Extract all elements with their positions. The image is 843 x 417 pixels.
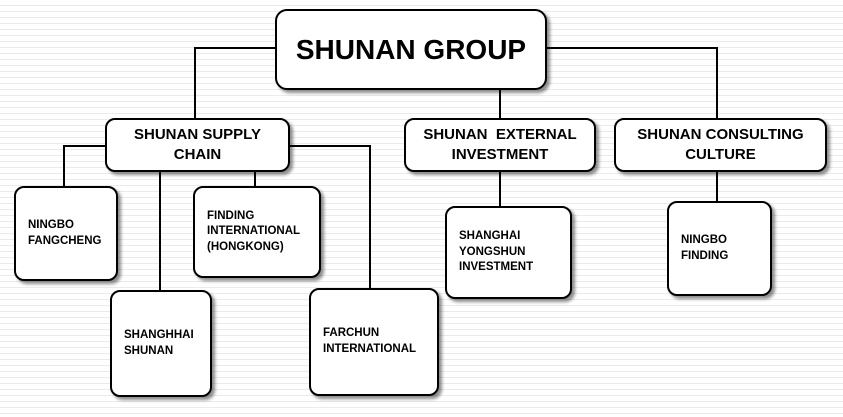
- connector-root-to-supply-chain: [194, 47, 275, 118]
- connector-supply-chain-to-ningbo-fangcheng: [63, 145, 105, 186]
- node-shunan-supply-chain: SHUNAN SUPPLY CHAIN: [105, 118, 290, 172]
- node-label: SHUNAN EXTERNAL INVESTMENT: [423, 125, 577, 163]
- node-shunan-external-investment: SHUNAN EXTERNAL INVESTMENT: [404, 118, 596, 172]
- node-label: SHUNAN GROUP: [295, 33, 527, 65]
- node-label: NINGBO FANGCHENG: [28, 218, 102, 247]
- node-ningbo-finding: NINGBO FINDING: [667, 201, 772, 296]
- connector-root-to-consulting-culture: [547, 47, 718, 118]
- connector-supply-chain-to-farchun-international: [290, 145, 371, 288]
- node-label: FINDING INTERNATIONAL (HONGKONG): [207, 209, 301, 253]
- node-label: SHUNAN CONSULTING CULTURE: [637, 125, 804, 163]
- node-finding-international-hongkong: FINDING INTERNATIONAL (HONGKONG): [193, 186, 321, 278]
- node-shanghai-yongshun-investment: SHANGHAI YONGSHUN INVESTMENT: [445, 206, 572, 299]
- node-shunan-group: SHUNAN GROUP: [275, 9, 547, 90]
- node-label: SHANGHAI YONGSHUN INVESTMENT: [459, 230, 534, 274]
- node-shanghhai-shunan: SHANGHHAI SHUNAN: [110, 290, 212, 397]
- node-label: NINGBO FINDING: [681, 233, 729, 262]
- node-ningbo-fangcheng: NINGBO FANGCHENG: [14, 186, 118, 281]
- node-label: SHANGHHAI SHUNAN: [124, 328, 194, 357]
- node-shunan-consulting-culture: SHUNAN CONSULTING CULTURE: [614, 118, 827, 172]
- node-label: FARCHUN INTERNATIONAL: [323, 327, 417, 355]
- node-farchun-international: FARCHUN INTERNATIONAL: [309, 288, 439, 396]
- node-label: SHUNAN SUPPLY CHAIN: [134, 125, 261, 163]
